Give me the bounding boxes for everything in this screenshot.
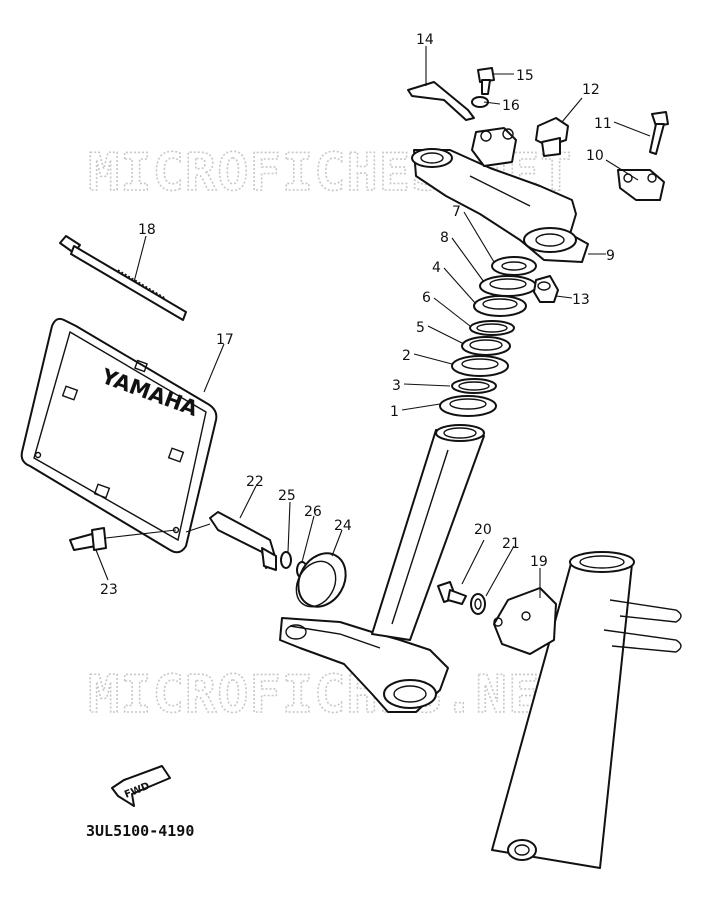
callouts: 1 2 3 4 5 6 7 8 9 10 11 12 13 14 15 16 1… [100, 32, 615, 598]
callout-11: 11 [594, 116, 612, 132]
drawing-code: 3UL5100-4190 [86, 822, 194, 840]
part-bolt-12 [535, 117, 569, 157]
part-bolt-15 [477, 67, 495, 95]
fwd-arrow-icon: FWD [111, 765, 171, 807]
callout-5: 5 [416, 320, 425, 336]
part-fork-tube [491, 551, 682, 869]
callout-4: 4 [432, 260, 441, 276]
part-bolt-20 [437, 581, 467, 605]
callout-18: 18 [138, 222, 156, 238]
part-under-bracket [279, 617, 449, 713]
watermark-bottom: MICROFICHES.NET [88, 665, 573, 725]
part-washer-21 [470, 593, 486, 615]
part-upper-bracket [411, 127, 589, 263]
part-washer-25 [280, 551, 292, 569]
callout-13: 13 [572, 292, 590, 308]
part-bracket [185, 511, 277, 571]
callout-25: 25 [278, 488, 296, 504]
callout-6: 6 [422, 290, 431, 306]
callout-16: 16 [502, 98, 520, 114]
callout-17: 17 [216, 332, 234, 348]
callout-1: 1 [390, 404, 399, 420]
leader-lines [95, 46, 651, 598]
callout-15: 15 [516, 68, 534, 84]
part-guide-14 [407, 81, 475, 121]
part-screw-23 [69, 527, 177, 551]
callout-14: 14 [416, 32, 434, 48]
part-cable-tie [59, 235, 187, 321]
callout-9: 9 [606, 248, 615, 264]
part-bolt-11 [649, 111, 669, 155]
part-number-plate: YAMAHA [20, 317, 218, 554]
part-clamp [617, 169, 665, 201]
callout-7: 7 [452, 204, 461, 220]
bearing-stack [439, 256, 537, 417]
callout-21: 21 [502, 536, 520, 552]
callout-23: 23 [100, 582, 118, 598]
callout-3: 3 [392, 378, 401, 394]
part-cap [295, 552, 347, 608]
callout-19: 19 [530, 554, 548, 570]
callout-8: 8 [440, 230, 449, 246]
part-7 [491, 256, 537, 276]
callout-24: 24 [334, 518, 352, 534]
callout-2: 2 [402, 348, 411, 364]
callout-10: 10 [586, 148, 604, 164]
callout-20: 20 [474, 522, 492, 538]
part-steering-stem [371, 424, 485, 641]
callout-12: 12 [582, 82, 600, 98]
part-3 [451, 378, 497, 394]
part-6 [469, 320, 515, 336]
part-plug-13 [533, 275, 559, 303]
callout-26: 26 [304, 504, 322, 520]
callout-22: 22 [246, 474, 264, 490]
